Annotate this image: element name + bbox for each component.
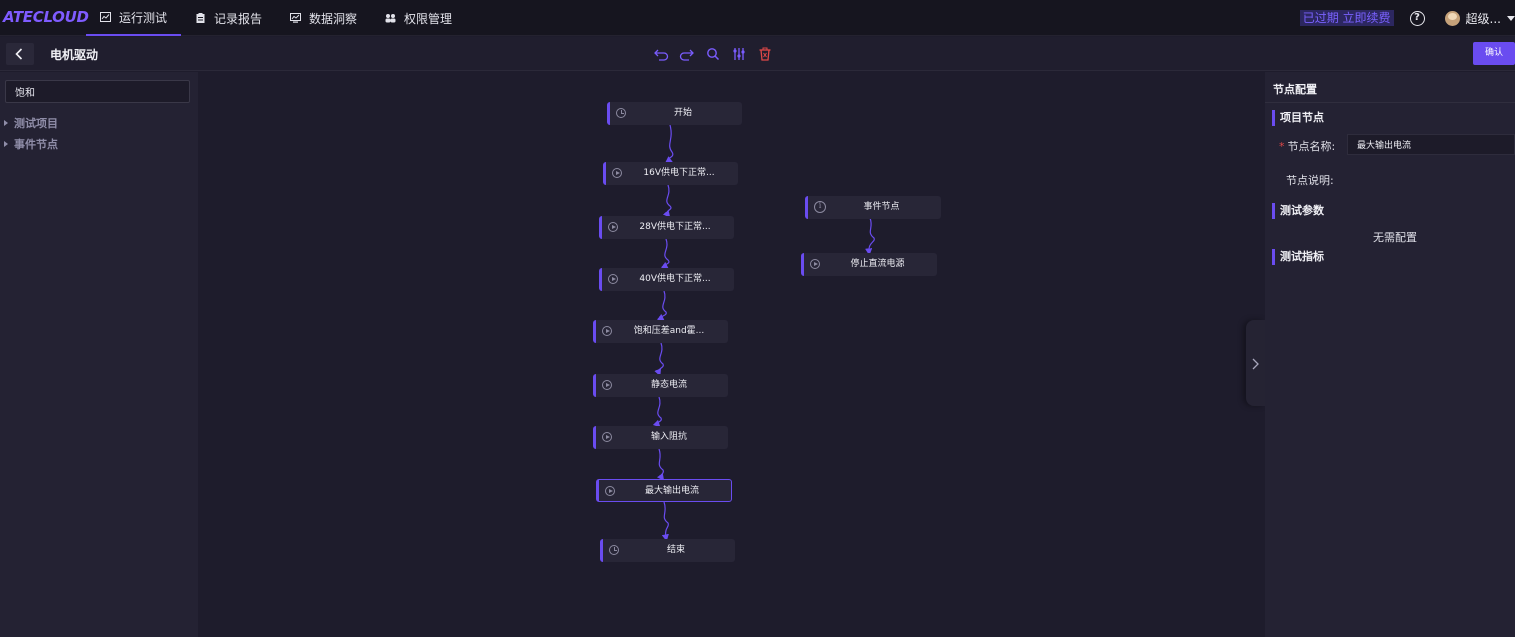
chevron-down-icon[interactable] xyxy=(1507,15,1515,21)
play-icon xyxy=(602,380,612,390)
node-config-panel: 节点配置 项目节点 *节点名称: 节点说明: 测试参数 无需配置 测试指标 xyxy=(1265,72,1515,637)
node-name-label: *节点名称: xyxy=(1279,138,1335,154)
panel-title: 节点配置 xyxy=(1273,83,1317,96)
play-icon xyxy=(608,274,618,284)
page-title: 电机驱动 xyxy=(50,48,99,62)
clock-icon xyxy=(609,545,619,555)
main-nav: 运行测试 记录报告 数据洞察 权限管理 xyxy=(86,0,466,36)
chevron-left-icon xyxy=(15,48,23,60)
redo-icon[interactable] xyxy=(678,45,696,63)
nav-item-run-test[interactable]: 运行测试 xyxy=(86,0,182,36)
panel-collapse-toggle[interactable] xyxy=(1246,320,1265,406)
section-project-node: 项目节点 xyxy=(1272,110,1324,126)
nav-item-label: 运行测试 xyxy=(119,10,168,25)
chart-line-icon xyxy=(100,12,111,22)
flow-connectors xyxy=(652,124,875,542)
section-test-params: 测试参数 xyxy=(1272,203,1324,219)
nav-item-data-insight[interactable]: 数据洞察 xyxy=(276,0,371,36)
divider xyxy=(1265,102,1515,103)
flow-node-stop-dc-power[interactable]: 停止直流电源 xyxy=(801,253,937,276)
tree-item-label: 事件节点 xyxy=(14,138,58,151)
clock-icon xyxy=(616,108,626,118)
renew-badge[interactable]: 已过期 立即续费 xyxy=(1299,10,1394,26)
tree-item-test-projects[interactable]: 测试项目 xyxy=(4,115,58,131)
required-mark: * xyxy=(1279,140,1285,153)
tool-icons xyxy=(652,45,774,63)
tree-item-label: 测试项目 xyxy=(14,117,58,130)
play-icon xyxy=(810,259,820,269)
user-name[interactable]: 超级... xyxy=(1465,11,1501,26)
play-icon xyxy=(608,222,618,232)
flow-node-max-output-current[interactable]: 最大输出电流 xyxy=(596,479,732,502)
nav-item-label: 权限管理 xyxy=(404,11,453,26)
node-desc-label: 节点说明: xyxy=(1286,174,1334,187)
search-input[interactable] xyxy=(5,80,190,103)
clipboard-icon xyxy=(196,13,205,23)
nav-item-label: 数据洞察 xyxy=(309,11,358,26)
users-icon xyxy=(385,14,396,23)
flow-node-input-impedance[interactable]: 输入阻抗 xyxy=(593,426,728,449)
flow-node-16v[interactable]: 16V供电下正常... xyxy=(603,162,738,185)
top-nav-bar: ATECLOUD 运行测试 记录报告 数据洞察 权限管理 已过期 立即续费 ? … xyxy=(0,0,1515,36)
flow-node-static-current[interactable]: 静态电流 xyxy=(593,374,728,397)
play-icon xyxy=(602,432,612,442)
section-test-metrics: 测试指标 xyxy=(1272,249,1324,265)
confirm-button[interactable]: 确认 xyxy=(1473,42,1515,65)
flow-node-end[interactable]: 结束 xyxy=(600,539,735,562)
flow-node-start[interactable]: 开始 xyxy=(607,102,742,125)
top-right-area: 已过期 立即续费 ? 超级... xyxy=(1299,0,1515,36)
nav-item-records[interactable]: 记录报告 xyxy=(181,0,276,36)
monitor-chart-icon xyxy=(290,13,302,23)
play-icon xyxy=(602,326,612,336)
nav-item-label: 记录报告 xyxy=(214,11,263,26)
play-icon xyxy=(612,168,622,178)
flow-node-event[interactable]: 事件节点 xyxy=(805,196,941,219)
tree-item-event-nodes[interactable]: 事件节点 xyxy=(4,136,58,152)
flow-node-28v[interactable]: 28V供电下正常... xyxy=(599,216,734,239)
caret-right-icon xyxy=(4,120,8,126)
undo-icon[interactable] xyxy=(652,45,670,63)
info-icon xyxy=(814,201,826,213)
search-icon[interactable] xyxy=(704,45,722,63)
avatar[interactable] xyxy=(1444,10,1460,26)
app-logo[interactable]: ATECLOUD xyxy=(3,8,89,26)
back-button[interactable] xyxy=(6,43,34,65)
flow-canvas[interactable]: 开始 16V供电下正常... 28V供电下正常... 40V供电下正常... 饱… xyxy=(198,72,1265,637)
question-circle-icon[interactable]: ? xyxy=(1409,10,1425,26)
delete-icon[interactable] xyxy=(756,45,774,63)
flow-node-saturation[interactable]: 饱和压差and霍... xyxy=(593,320,728,343)
left-sidebar: 测试项目 事件节点 xyxy=(0,72,198,637)
chevron-right-icon xyxy=(1252,358,1259,370)
caret-right-icon xyxy=(4,141,8,147)
nav-item-permissions[interactable]: 权限管理 xyxy=(371,0,466,36)
flow-node-40v[interactable]: 40V供电下正常... xyxy=(599,268,734,291)
editor-toolbar: 电机驱动 确认 xyxy=(0,37,1515,71)
settings-sliders-icon[interactable] xyxy=(730,45,748,63)
node-name-label-text: 节点名称: xyxy=(1287,140,1336,153)
no-config-text: 无需配置 xyxy=(1373,231,1417,244)
node-name-input[interactable] xyxy=(1347,134,1515,155)
play-icon xyxy=(605,486,615,496)
